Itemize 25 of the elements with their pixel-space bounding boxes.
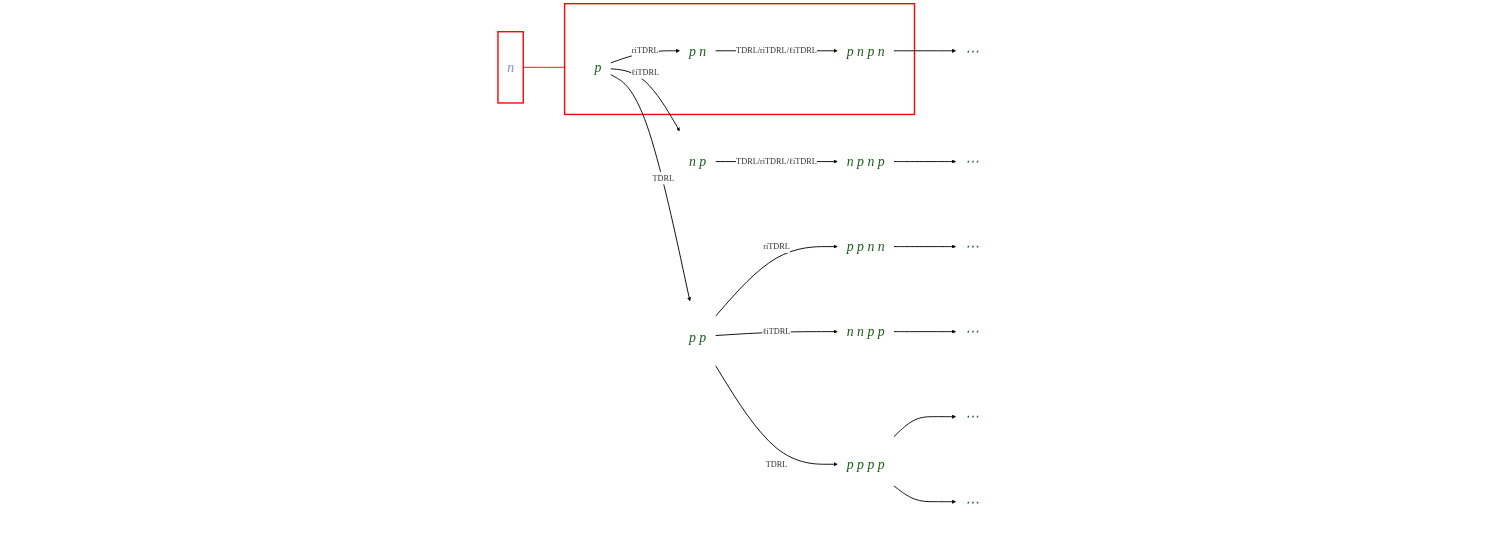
node-text: p p [689, 329, 707, 345]
node-text: p p p p [846, 456, 885, 472]
node-text: p n [689, 43, 707, 59]
node-text: p p n n [846, 239, 885, 255]
edge-label: riTDRL [631, 45, 659, 56]
node-text: n p [689, 153, 707, 170]
cluster [563, 3, 916, 116]
node-text: ⋯ [965, 494, 979, 510]
node-text: n p n p [846, 153, 885, 170]
edge-label: TDRL [765, 459, 788, 469]
node-text: ⋯ [965, 153, 979, 170]
edge-label: ℓiTDRL [631, 67, 660, 77]
node-text: p n p n [846, 43, 885, 59]
node-text: p [594, 59, 602, 75]
node-text: ⋯ [965, 409, 979, 425]
edge-label: TDRL [652, 173, 675, 183]
edge-label: TDRL/riTDRL/ℓiTDRL [736, 156, 817, 166]
edge-label: ℓiTDRL [762, 326, 791, 336]
node-text: ⋯ [965, 43, 979, 59]
node-text: ⋯ [965, 324, 979, 340]
node-text: n n p p [846, 324, 885, 340]
edge-label: TDRL/riTDRL/ℓiTDRL [736, 45, 817, 56]
node-box: n [497, 31, 524, 104]
edge-label: riTDRL [763, 241, 790, 251]
node-text: ⋯ [965, 239, 979, 255]
